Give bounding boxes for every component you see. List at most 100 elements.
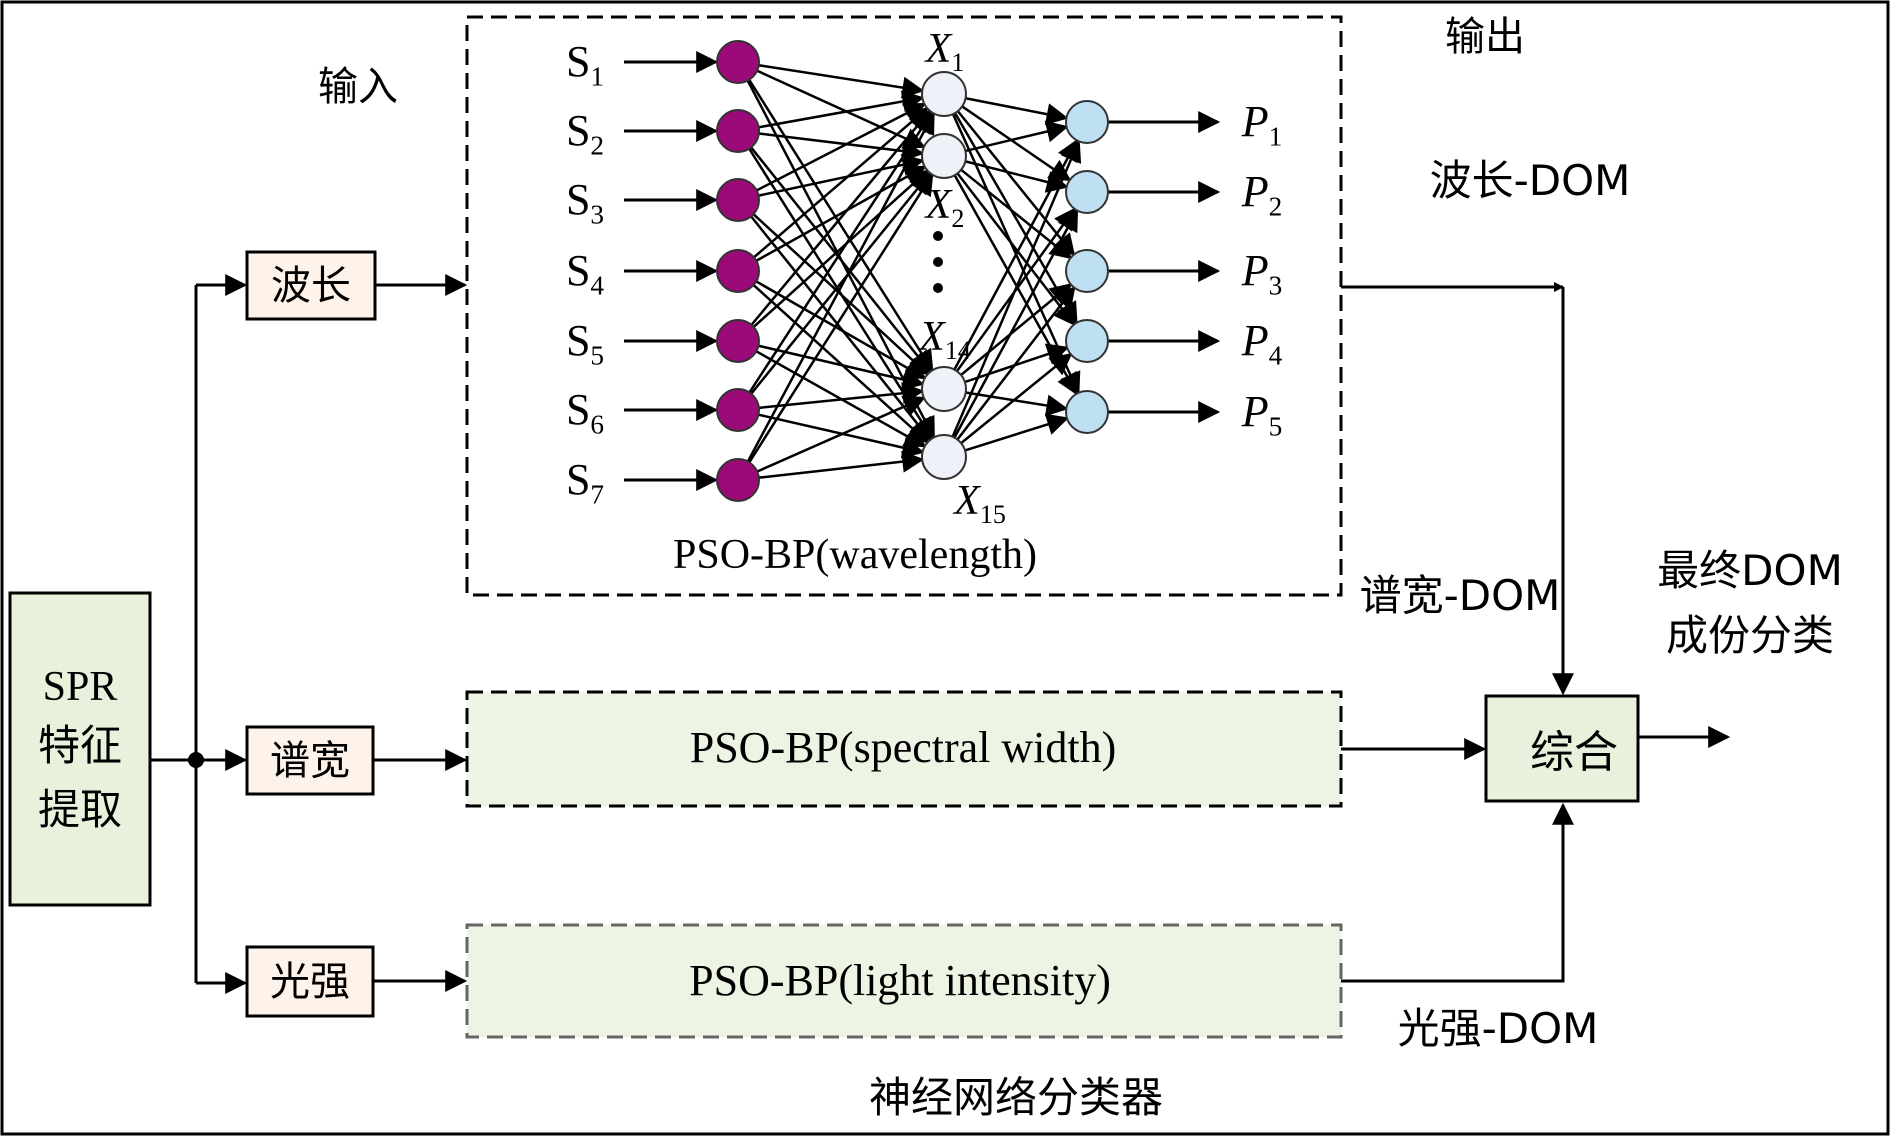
spr-label-line2: 特征: [38, 721, 122, 770]
combine-box: [1484, 694, 1640, 803]
combine-label: 综合: [1530, 727, 1618, 778]
edge-hidden-output: [953, 208, 1079, 439]
edge-input-hidden: [758, 344, 925, 391]
spectral-width-label: 谱宽: [270, 738, 350, 784]
pso-bp-wavelength-box: [465, 15, 1343, 597]
edge-input-hidden: [756, 102, 927, 192]
edge-input-hidden: [753, 106, 929, 259]
ellipsis-dot: [933, 231, 943, 241]
wavelength-label: 波长: [271, 263, 351, 309]
pso-bp-spectral-width-box: [465, 690, 1343, 808]
edge-hidden-output: [965, 160, 1069, 193]
edge-input-hidden: [755, 280, 927, 380]
output-node: [1065, 249, 1109, 293]
spr-label-line3: 提取: [38, 785, 122, 834]
output-node: [1065, 390, 1109, 434]
edge-hidden-output: [953, 174, 1078, 396]
edge-input-hidden: [758, 132, 925, 162]
output-node-label: P4: [1241, 316, 1283, 371]
edge-input-hidden: [748, 172, 934, 463]
output-node-label: P1: [1241, 97, 1283, 152]
input-node: [716, 109, 760, 153]
input-node: [716, 458, 760, 502]
edge-hidden-output: [960, 352, 1073, 445]
input-node: [716, 178, 760, 222]
edge-input-hidden: [752, 213, 930, 376]
hidden-node-label: X15: [952, 478, 1006, 529]
edge-input-hidden: [748, 110, 934, 394]
edge-input-hidden: [750, 109, 932, 326]
hidden-node-label: X1: [924, 26, 965, 77]
spr-label-line1: SPR: [43, 664, 118, 710]
final-dom-line2: 成份分类: [1666, 611, 1834, 660]
edge-hidden-output: [956, 285, 1076, 441]
edge-input-hidden: [750, 215, 932, 442]
ellipsis-dot: [933, 283, 943, 293]
input-node-label: S3: [566, 175, 604, 230]
edge-hidden-output: [960, 282, 1073, 376]
light-intensity-box: [245, 945, 375, 1018]
output-node: [1065, 319, 1109, 363]
network-nodes: [716, 40, 1109, 502]
edge-input-hidden: [750, 146, 932, 374]
edge-input-hidden: [758, 90, 925, 129]
edge-input-hidden: [758, 63, 925, 99]
edge-input-hidden: [756, 395, 926, 473]
output-node: [1065, 100, 1109, 144]
arrow: [1341, 802, 1574, 983]
edge-input-hidden: [752, 169, 930, 328]
light-intensity-dom-label: 光强-DOM: [1398, 1004, 1599, 1053]
pso-bp-wavelength-label: PSO-BP(wavelength): [673, 532, 1037, 578]
edge-input-hidden: [748, 79, 934, 373]
hidden-node: [921, 434, 967, 480]
input-node: [716, 249, 760, 293]
edge-hidden-output: [951, 139, 1082, 438]
pso-bp-light-intensity-box: [465, 923, 1343, 1039]
hidden-node: [921, 133, 967, 179]
input-node-label: S1: [566, 37, 604, 92]
input-node-label: S6: [566, 385, 604, 440]
network-edges: [624, 51, 1221, 491]
edge-input-hidden: [758, 153, 925, 197]
input-node-label: S2: [566, 106, 604, 161]
input-node: [716, 319, 760, 363]
edge-input-hidden: [750, 171, 932, 395]
output-label: 输出: [1445, 14, 1525, 60]
edge-hidden-output: [961, 105, 1072, 182]
edge-hidden-output: [965, 97, 1069, 125]
edge-hidden-output: [953, 138, 1079, 371]
light-intensity-label: 光强: [270, 959, 350, 1005]
input-node-label: S7: [566, 455, 604, 510]
wavelength-dom-label: 波长-DOM: [1430, 156, 1631, 205]
input-node: [716, 40, 760, 84]
ellipsis-dot: [933, 257, 943, 267]
hidden-node: [921, 71, 967, 117]
edge-hidden-output: [965, 120, 1069, 153]
output-node-label: P3: [1241, 246, 1283, 301]
edge-hidden-output: [965, 391, 1069, 417]
output-node-label: P5: [1241, 387, 1283, 442]
hidden-node-label: X14: [917, 314, 971, 365]
spr-feature-box: [8, 591, 152, 907]
spectral-width-dom-label: 谱宽-DOM: [1360, 571, 1561, 620]
final-dom-line1: 最终DOM: [1657, 546, 1843, 595]
pso-bp-light-intensity-label: PSO-BP(light intensity): [689, 956, 1111, 1005]
neural-network-classifier-label: 神经网络分类器: [869, 1073, 1163, 1122]
input-node: [716, 388, 760, 432]
output-node-label: P2: [1241, 167, 1283, 222]
edge-input-hidden: [746, 111, 935, 463]
edge-input-hidden: [755, 165, 927, 262]
output-node: [1065, 170, 1109, 214]
edge-hidden-output: [964, 413, 1070, 452]
pso-bp-spectral-width-label: PSO-BP(spectral width): [690, 723, 1117, 772]
input-node-label: S4: [566, 246, 604, 301]
hidden-node-label: X2: [924, 182, 965, 233]
input-node-label: S5: [566, 316, 604, 371]
edge-input-hidden: [758, 450, 925, 479]
hidden-node: [921, 366, 967, 412]
edge-hidden-output: [960, 168, 1073, 260]
